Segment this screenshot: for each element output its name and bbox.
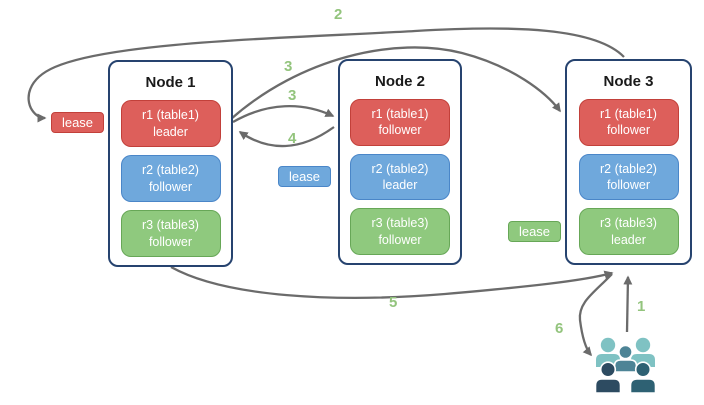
- replica-role: follower: [378, 123, 422, 138]
- replica-name: r3 (table3): [371, 216, 429, 231]
- replica-role: follower: [606, 123, 651, 138]
- step-label-4: 4: [288, 130, 297, 147]
- node-1-title: Node 1: [145, 74, 196, 91]
- node-1-replica-r2: r2 (table2) follower: [120, 155, 221, 202]
- step-label-3a: 3: [284, 58, 293, 75]
- node-2-replica-r2: r2 (table2) leader: [350, 153, 450, 201]
- node-1-replica-r1: r1 (table1) leader: [120, 100, 221, 147]
- node-3-title: Node 3: [603, 73, 654, 90]
- replica-role: leader: [153, 124, 188, 139]
- step-label-5: 5: [389, 294, 398, 311]
- lease-badge-blue: lease: [278, 166, 331, 187]
- replica-name: r2 (table2): [600, 161, 657, 176]
- node-3-replica-r2: r2 (table2) follower: [578, 153, 679, 201]
- node-3-replica-r3: r3 (table3) leader: [578, 208, 679, 256]
- lease-badge-red: lease: [51, 112, 104, 133]
- node-2-box: Node 2 r1 (table1) follower r2 (table2) …: [338, 59, 462, 265]
- replica-name: r3 (table3): [600, 216, 657, 231]
- arrow-step1-users-to-node3: [623, 275, 633, 333]
- node-1-replica-r3: r3 (table3) follower: [120, 210, 221, 257]
- users-icon: [594, 336, 664, 396]
- step-label-2: 2: [334, 6, 343, 23]
- replica-name: r2 (table2): [142, 163, 199, 178]
- replica-name: r1 (table1): [142, 108, 199, 123]
- replica-role: follower: [378, 232, 422, 247]
- lease-badge-green: lease: [508, 221, 561, 242]
- node-2-replica-r3: r3 (table3) follower: [350, 208, 450, 256]
- replica-name: r3 (table3): [142, 218, 199, 233]
- replica-role: follower: [148, 179, 193, 194]
- node-3-box: Node 3 r1 (table1) follower r2 (table2) …: [565, 59, 692, 265]
- replica-name: r1 (table1): [600, 107, 657, 122]
- step-label-3b: 3: [288, 87, 297, 104]
- replica-name: r2 (table2): [371, 161, 429, 176]
- arrow-step3-node1-to-node2: [232, 105, 335, 123]
- step-label-1: 1: [637, 298, 646, 315]
- replica-role: follower: [148, 234, 193, 249]
- replica-role: leader: [611, 232, 646, 247]
- node-3-replica-r1: r1 (table1) follower: [578, 99, 679, 146]
- replica-name: r1 (table1): [371, 107, 429, 122]
- arrow-step4-node2-to-node1: [238, 126, 335, 148]
- step-label-6: 6: [555, 320, 564, 337]
- node-1-box: Node 1 r1 (table1) leader r2 (table2) fo…: [108, 60, 233, 267]
- replica-role: follower: [606, 178, 651, 192]
- replica-role: leader: [382, 178, 418, 192]
- node-2-title: Node 2: [374, 73, 425, 90]
- node-2-replica-r1: r1 (table1) follower: [350, 99, 450, 146]
